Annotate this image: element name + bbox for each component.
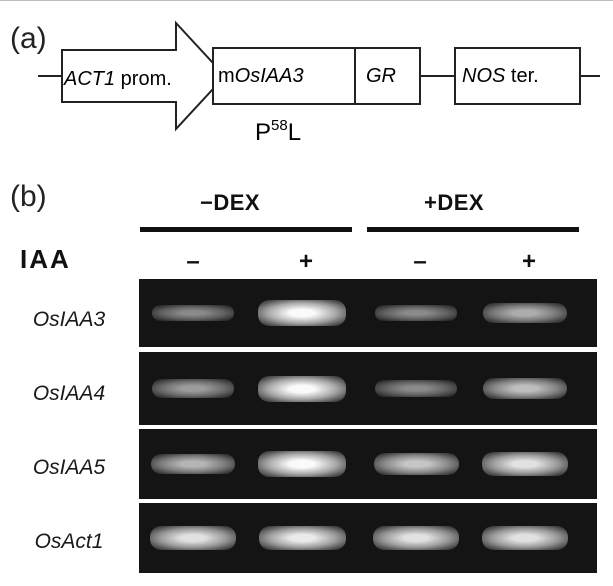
gel-band [375, 304, 457, 322]
gel-band [151, 379, 235, 398]
iaa-sign-3: – [413, 248, 427, 275]
nos-terminator-box [454, 47, 581, 105]
minus-dex-bar [140, 227, 352, 232]
mosiaa3-box [212, 47, 356, 105]
nos-terminator-label: NOS ter. [462, 65, 539, 87]
gene-label-osiaa4: OsIAA4 [32, 382, 106, 405]
gel-band [373, 453, 459, 475]
gr-box [354, 47, 421, 105]
gel-band [152, 304, 234, 322]
plus-dex-label: +DEX [424, 190, 485, 215]
gel-band [258, 525, 346, 551]
gel-band [372, 526, 460, 550]
mutation-label: P58L [255, 117, 301, 146]
panel-a-label: (a) [10, 22, 47, 55]
gene-label-osiaa5: OsIAA5 [32, 456, 106, 479]
gel-band [481, 526, 569, 550]
iaa-sign-1: – [186, 248, 200, 275]
panel-b-label: (b) [10, 180, 47, 213]
iaa-label: IAA [20, 244, 71, 274]
iaa-sign-2: + [298, 248, 313, 275]
gel-band [482, 377, 568, 400]
top-rule [0, 0, 613, 1]
minus-dex-label: −DEX [200, 190, 261, 215]
gr-label: GR [366, 65, 396, 87]
gel-band [481, 452, 569, 476]
gel-row-osact1 [139, 503, 597, 573]
gel-band [483, 303, 567, 323]
promoter-label: ACT1 prom. [63, 68, 172, 90]
gene-construct-diagram: ACT1 prom. mOsIAA3 GR NOS ter. P58L [38, 20, 600, 146]
plus-dex-bar [367, 227, 579, 232]
gel-band [151, 453, 235, 475]
gel-band [258, 300, 346, 326]
gene-label-osact1: OsAct1 [34, 530, 104, 553]
iaa-sign-4: + [521, 248, 536, 275]
gel-band [149, 526, 237, 550]
gel-band [258, 375, 346, 402]
gene-label-osiaa3: OsIAA3 [32, 308, 106, 331]
gel-row-osiaa4 [139, 352, 597, 425]
gel-row-osiaa3 [139, 279, 597, 347]
mosiaa3-label: mOsIAA3 [218, 65, 304, 87]
gel-band [258, 451, 346, 477]
gel-row-osiaa5 [139, 429, 597, 499]
gel-band [375, 380, 457, 397]
promoter-arrow [61, 20, 227, 132]
